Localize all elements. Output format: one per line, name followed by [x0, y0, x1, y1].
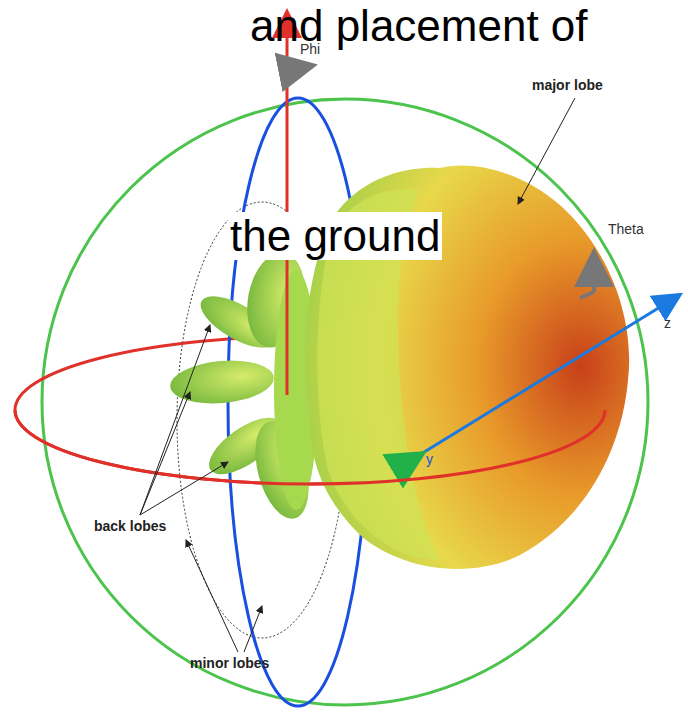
axis-label: Phi [300, 42, 320, 57]
callout-label: major lobe [532, 78, 603, 93]
axis-label: y [426, 452, 433, 467]
axis-label: Theta [608, 222, 644, 237]
callout-label: minor lobes [190, 656, 269, 671]
callout-label: back lobes [94, 519, 166, 534]
axis-label: z [664, 316, 671, 331]
slide-text: the ground [228, 212, 442, 260]
